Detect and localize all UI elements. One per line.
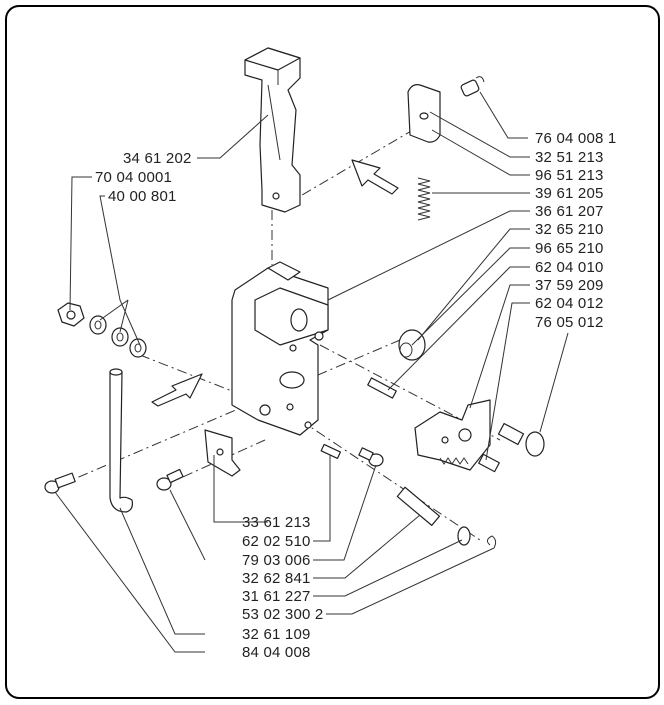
label-40-00-801: 40 00 801	[108, 188, 177, 205]
label-39-61-205: 39 61 205	[535, 185, 604, 202]
axis-lower	[299, 419, 481, 541]
label-36-61-207: 36 61 207	[535, 203, 604, 220]
leader-lines	[54, 91, 569, 653]
label-84-04-008: 84 04 008	[242, 644, 311, 661]
label-32-65-210: 32 65 210	[535, 221, 604, 238]
label-32-62-841: 32 62 841	[242, 570, 311, 587]
label-32-61-109: 32 61 109	[242, 626, 311, 643]
nut-and-washers	[57, 302, 147, 358]
screw-top	[460, 76, 485, 97]
label-31-61-227: 31 61 227	[242, 588, 311, 605]
label-79-03-006: 79 03 006	[242, 552, 311, 569]
direction-arrow-upper	[351, 159, 399, 195]
label-32-51-213: 32 51 213	[535, 149, 604, 166]
rack-block	[414, 399, 491, 471]
label-34-61-202: 34 61 202	[123, 150, 192, 167]
threaded-shaft	[396, 486, 497, 549]
pin-part	[367, 377, 397, 399]
dowel-pin	[320, 443, 342, 460]
label-62-04-012: 62 04 012	[535, 295, 604, 312]
slotted-screw	[497, 422, 545, 457]
countersunk-screw	[44, 472, 76, 494]
label-96-65-210: 96 65 210	[535, 240, 604, 257]
tube-part	[109, 368, 133, 513]
label-33-61-213: 33 61 213	[242, 514, 311, 531]
label-62-04-010: 62 04 010	[535, 259, 604, 276]
slider-part	[244, 47, 301, 213]
label-70-04-0001: 70 04 0001	[95, 169, 173, 186]
screw-right-small	[358, 447, 384, 467]
label-53-02-300-2: 53 02 300 2	[242, 606, 324, 623]
label-76-04-008-1: 76 04 008 1	[535, 130, 617, 147]
main-block	[231, 261, 329, 436]
label-76-05-012: 76 05 012	[535, 314, 604, 331]
pin-lower	[478, 453, 500, 473]
label-62-02-510: 62 02 510	[242, 533, 311, 550]
spring-part	[417, 177, 431, 221]
label-37-59-209: 37 59 209	[535, 277, 604, 294]
plate-part	[407, 84, 441, 143]
screw-79-03-006	[156, 468, 184, 491]
label-96-51-213: 96 51 213	[535, 167, 604, 184]
direction-arrow-left	[151, 373, 203, 407]
